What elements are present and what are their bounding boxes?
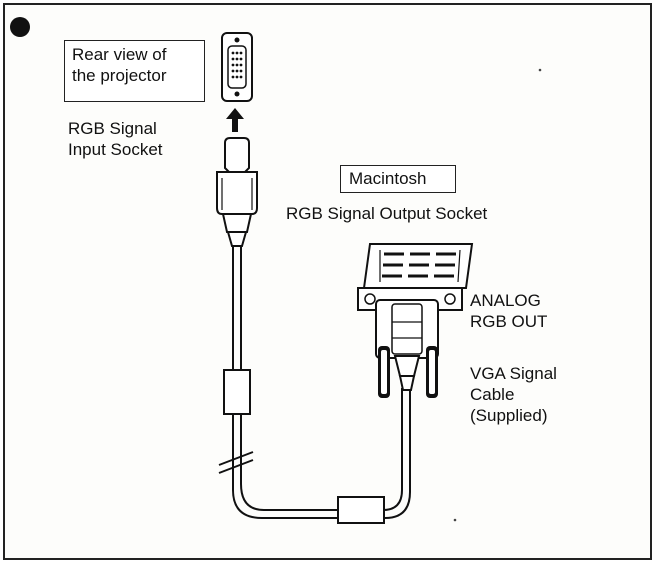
rear-view-label-box: Rear view of the projector [64,40,205,102]
cable-plug-computer [375,299,439,398]
rear-view-label-line2: the projector [72,66,167,85]
cable-break-mark [218,451,254,474]
insert-arrow [226,108,244,132]
step-bullet [10,17,30,37]
analog-label-line1: ANALOG [470,291,541,310]
rgb-output-label: RGB Signal Output Socket [286,204,488,223]
ferrite-core-left [223,369,251,415]
projector-vga-socket [221,32,253,102]
rgb-input-label-line2: Input Socket [68,140,163,159]
macintosh-label-box: Macintosh [340,165,456,193]
vga-label-line2: Cable [470,385,515,404]
macintosh-label: Macintosh [349,169,427,188]
vga-label-line3: (Supplied) [470,406,548,425]
rgb-input-label: RGB Signal Input Socket [68,118,163,160]
analog-rgb-out-label: ANALOG RGB OUT [470,290,547,332]
cable-plug-projector [216,137,258,247]
rear-view-label-line1: Rear view of [72,45,167,64]
analog-label-line2: RGB OUT [470,312,548,331]
vga-label-line1: VGA Signal [470,364,557,383]
ferrite-core-bottom [337,496,385,524]
rgb-input-label-line1: RGB Signal [68,119,157,138]
vga-cable-label: VGA Signal Cable (Supplied) [470,363,557,426]
